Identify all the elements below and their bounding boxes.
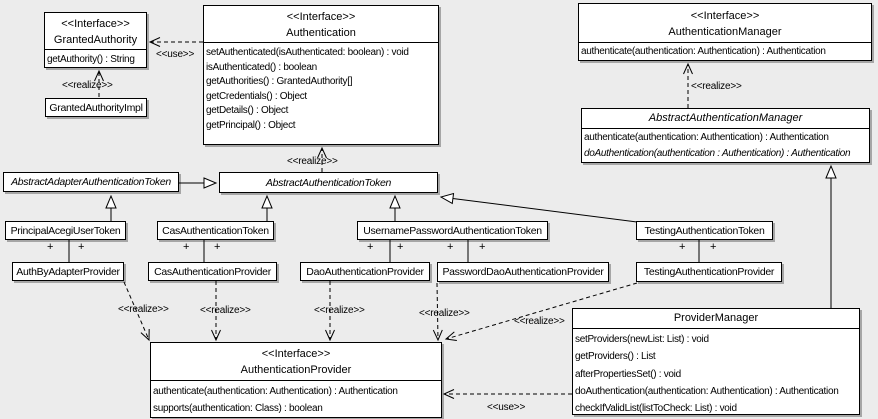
stereotype-label: <<Interface>> <box>261 348 331 360</box>
visibility-plus: + <box>47 241 54 253</box>
method-list: setAuthenticated(isAuthenticated: boolea… <box>204 43 438 133</box>
class-authentication-manager: <<Interface>> AuthenticationManager auth… <box>578 3 872 61</box>
class-name: CasAuthenticationToken <box>162 224 269 237</box>
use-label: <<use>> <box>487 402 526 413</box>
class-authentication-provider: <<Interface>> AuthenticationProvider aut… <box>150 342 442 418</box>
method: supports(authentication: Class) : boolea… <box>153 403 323 414</box>
visibility-plus: + <box>214 241 221 253</box>
class-name: PrincipalAcegiUserToken <box>10 224 121 237</box>
class-name: AuthByAdapterProvider <box>16 265 120 278</box>
class-principal-acegi-user-token: PrincipalAcegiUserToken <box>5 221 126 240</box>
class-cas-authentication-provider: CasAuthenticationProvider <box>148 262 277 281</box>
class-header: <<Interface>> AuthenticationProvider <box>151 343 441 381</box>
class-name: AbstractAdapterAuthenticationToken <box>11 176 171 188</box>
method: authenticate(authentication: Authenticat… <box>153 386 398 397</box>
method: afterPropertiesSet() : void <box>575 368 681 380</box>
class-name: GrantedAuthorityImpl <box>49 101 143 114</box>
class-header: <<Interface>> AuthenticationManager <box>579 4 871 43</box>
class-cas-authentication-token: CasAuthenticationToken <box>157 221 274 240</box>
realize-label: <<realize>> <box>691 81 742 92</box>
realize-label: <<realize>> <box>200 305 251 316</box>
class-password-dao-authentication-provider: PasswordDaoAuthenticationProvider <box>437 262 609 282</box>
class-abstract-adapter-authentication-token: AbstractAdapterAuthenticationToken <box>3 172 179 192</box>
method: getAuthority() : String <box>47 54 135 65</box>
visibility-plus: + <box>397 241 404 253</box>
class-provider-manager: ProviderManager setProviders(newList: Li… <box>572 308 860 415</box>
method: doAuthentication(authentication : Authen… <box>584 148 851 159</box>
visibility-plus: + <box>710 241 717 253</box>
class-name: AuthenticationProvider <box>240 364 352 376</box>
realize-label: <<realize>> <box>419 308 470 319</box>
method: getPrincipal() : Object <box>206 119 296 131</box>
stereotype-label: <<Interface>> <box>61 18 130 30</box>
class-granted-authority: <<Interface>> GrantedAuthority getAuthor… <box>44 12 147 68</box>
method: getCredentials() : Object <box>206 90 307 102</box>
class-name: TestingAuthenticationToken <box>644 224 765 237</box>
class-abstract-authentication-manager: AbstractAuthenticationManager authentica… <box>581 108 870 163</box>
class-header: ProviderManager <box>573 309 859 329</box>
method-list: authenticate(authentication: Authenticat… <box>582 129 869 162</box>
class-authentication: <<Interface>> Authentication setAuthenti… <box>203 5 439 145</box>
class-name: DaoAuthenticationProvider <box>306 265 424 278</box>
class-header: <<Interface>> Authentication <box>204 6 438 43</box>
realize-label: <<realize>> <box>287 156 338 167</box>
method: checkIfValidList(listToCheck: List) : vo… <box>575 403 737 415</box>
visibility-plus: + <box>78 241 85 253</box>
stereotype-label: <<Interface>> <box>286 11 356 23</box>
class-auth-by-adapter-provider: AuthByAdapterProvider <box>12 262 124 281</box>
class-name: GrantedAuthority <box>53 34 138 46</box>
method: getAuthorities() : GrantedAuthority[] <box>206 76 353 87</box>
method-list: authenticate(authentication: Authenticat… <box>151 381 441 417</box>
visibility-plus: + <box>367 241 374 253</box>
method: authenticate(authentication: Authenticat… <box>581 46 826 57</box>
class-abstract-authentication-token: AbstractAuthenticationToken <box>219 172 438 193</box>
method: setProviders(newList: List) : void <box>575 334 709 345</box>
method: setAuthenticated(isAuthenticated: boolea… <box>206 47 409 58</box>
class-header: AbstractAuthenticationManager <box>582 109 869 129</box>
class-dao-authentication-provider: DaoAuthenticationProvider <box>300 262 430 281</box>
method: getProviders() : List <box>575 351 656 363</box>
method: isAuthenticated() : boolean <box>206 61 317 73</box>
method: getDetails() : Object <box>206 105 289 116</box>
class-name: AuthenticationManager <box>668 26 782 38</box>
realize-label: <<realize>> <box>314 305 365 316</box>
method-list: setProviders(newList: List) : void getPr… <box>573 329 859 417</box>
class-name: ProviderManager <box>673 312 759 324</box>
realize-label: <<realize>> <box>118 304 169 315</box>
class-name: PasswordDaoAuthenticationProvider <box>442 266 604 278</box>
visibility-plus: + <box>183 241 190 253</box>
class-name: AbstractAuthenticationToken <box>265 176 392 189</box>
method: doAuthentication(authentication: Authent… <box>575 385 839 397</box>
class-username-password-authentication-token: UsernamePasswordAuthenticationToken <box>357 221 548 240</box>
class-granted-authority-impl: GrantedAuthorityImpl <box>45 98 147 117</box>
class-name: TestingAuthenticationProvider <box>643 266 775 278</box>
realize-label: <<realize>> <box>514 316 565 327</box>
generalization-testing-token-to-abstract-token <box>439 192 638 223</box>
class-name: AbstractAuthenticationManager <box>648 112 803 124</box>
class-testing-authentication-provider: TestingAuthenticationProvider <box>636 262 782 282</box>
method-list: getAuthority() : String <box>45 50 146 67</box>
class-header: <<Interface>> GrantedAuthority <box>45 13 146 50</box>
visibility-plus: + <box>679 241 686 253</box>
class-name: CasAuthenticationProvider <box>154 265 271 278</box>
realize-label: <<realize>> <box>62 80 113 91</box>
method-list: authenticate(authentication: Authenticat… <box>579 43 871 60</box>
use-label: <<use>> <box>156 49 195 60</box>
class-name: UsernamePasswordAuthenticationToken <box>363 224 542 237</box>
stereotype-label: <<Interface>> <box>690 10 760 22</box>
visibility-plus: + <box>447 241 454 253</box>
class-testing-authentication-token: TestingAuthenticationToken <box>636 221 773 240</box>
visibility-plus: + <box>479 241 486 253</box>
class-name: Authentication <box>286 27 356 39</box>
method: authenticate(authentication: Authenticat… <box>584 132 829 143</box>
